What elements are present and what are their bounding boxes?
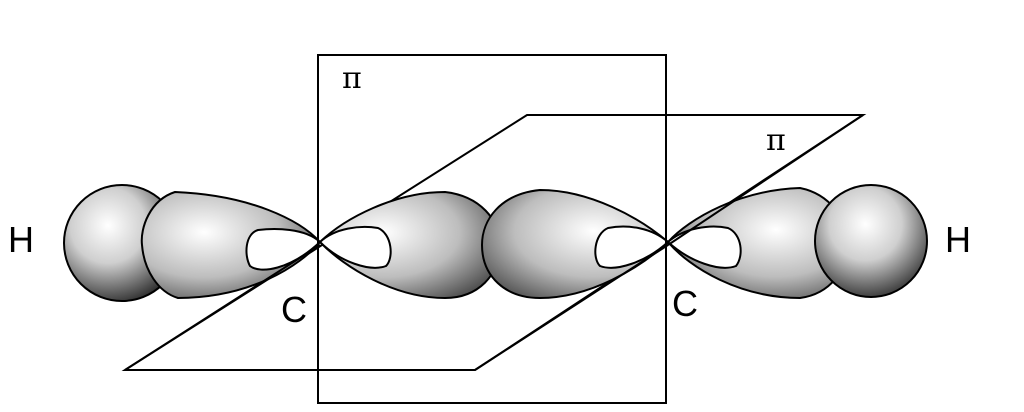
carbon-sp-small-lobe-right-b	[666, 225, 742, 269]
pi-label-horizontal: π	[766, 123, 786, 158]
pi-plane-horizontal-back-edge-mid	[667, 114, 864, 246]
carbon-sp-small-lobe-right-a	[594, 225, 670, 269]
hydrogen-orbital-right	[814, 184, 928, 298]
carbon-sp-small-lobe-left-b	[318, 225, 392, 269]
hydrogen-label-left: H	[8, 219, 34, 260]
carbon-label-right: C	[672, 283, 698, 324]
pi-plane-horizontal-front-edge-right	[474, 244, 669, 371]
pi-plane-horizontal-front-edge-left	[124, 244, 321, 371]
carbon-sp-lobe-right-inner	[480, 188, 670, 300]
carbon-sp-small-lobe-left-a	[245, 228, 322, 271]
pi-label-vertical: π	[342, 61, 362, 96]
pi-plane-vertical	[317, 54, 667, 404]
hydrogen-label-right: H	[945, 219, 971, 260]
carbon-sp-lobe-left-outer	[140, 190, 322, 300]
carbon-label-left: C	[281, 289, 307, 330]
